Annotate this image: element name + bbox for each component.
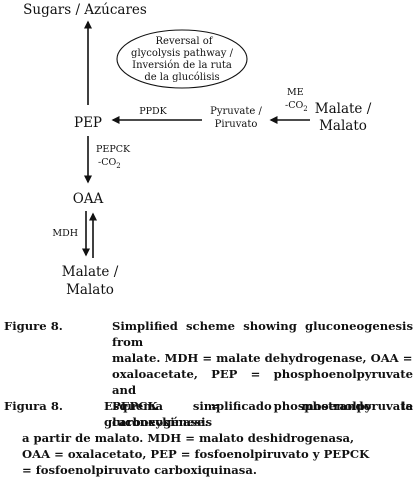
caption-en-line-2: malate. MDH = malate dehydrogenase, OAA … <box>112 351 413 365</box>
malate-bottom-line-1: Malate / <box>62 264 119 280</box>
mdh-label: MDH <box>52 228 78 239</box>
caption-en-label: Figure 8. <box>4 319 63 333</box>
caption-es-line-2: a partir de malato. MDH = malato deshidr… <box>22 431 355 445</box>
caption-en-line-3: oxaloacetate, PEP = phosphoenolpyruvate … <box>112 367 413 397</box>
pep-label: PEP <box>74 115 102 131</box>
malate-bottom-line-2: Malato <box>66 282 114 298</box>
pyruvate-line-2: Piruvato <box>215 119 258 130</box>
malate-right-line-2: Malato <box>319 118 367 134</box>
caption-es-line-3: OAA = oxalacetato, PEP = fosfoenolpiruva… <box>22 447 370 461</box>
ellipse-line-4: de la glucólisis <box>144 72 219 83</box>
caption-en-line-4: PEPCK = phosphoenolpyruvate carboxykinas… <box>112 399 413 429</box>
me-co2-label: -CO2 <box>285 100 308 113</box>
pepck-label: PEPCK <box>96 144 131 155</box>
caption-english: Figure 8. Simplified scheme showing gluc… <box>4 318 413 430</box>
ppdk-label: PPDK <box>139 106 167 117</box>
ellipse-line-1: Reversal of <box>156 36 214 47</box>
caption-es-line-4: = fosfoenolpiruvato carboxiquinasa. <box>22 463 257 477</box>
caption-spanish: Figura 8. Esquema simplificado mostrando… <box>4 398 413 478</box>
ellipse-line-2: glycolysis pathway / <box>131 48 234 59</box>
caption-es-line-1: Esquema simplificado mostrando la glucon… <box>104 399 413 429</box>
sugars-label: Sugars / Azúcares <box>23 2 147 18</box>
malate-right-line-1: Malate / <box>315 101 372 117</box>
caption-es-label: Figura 8. <box>4 399 63 413</box>
glycolysis-reversal-ellipse <box>116 29 248 89</box>
gluconeogenesis-diagram: Sugars / Azúcares Reversal of glycolysis… <box>23 2 372 298</box>
oaa-label: OAA <box>73 191 104 207</box>
me-label: ME <box>287 87 304 98</box>
pyruvate-line-1: Pyruvate / <box>210 106 262 117</box>
ellipse-line-3: Inversión de la ruta <box>132 60 232 71</box>
pepck-co2-label: -CO2 <box>98 157 121 170</box>
caption-en-line-1: Simplified scheme showing gluconeogenesi… <box>112 319 413 349</box>
